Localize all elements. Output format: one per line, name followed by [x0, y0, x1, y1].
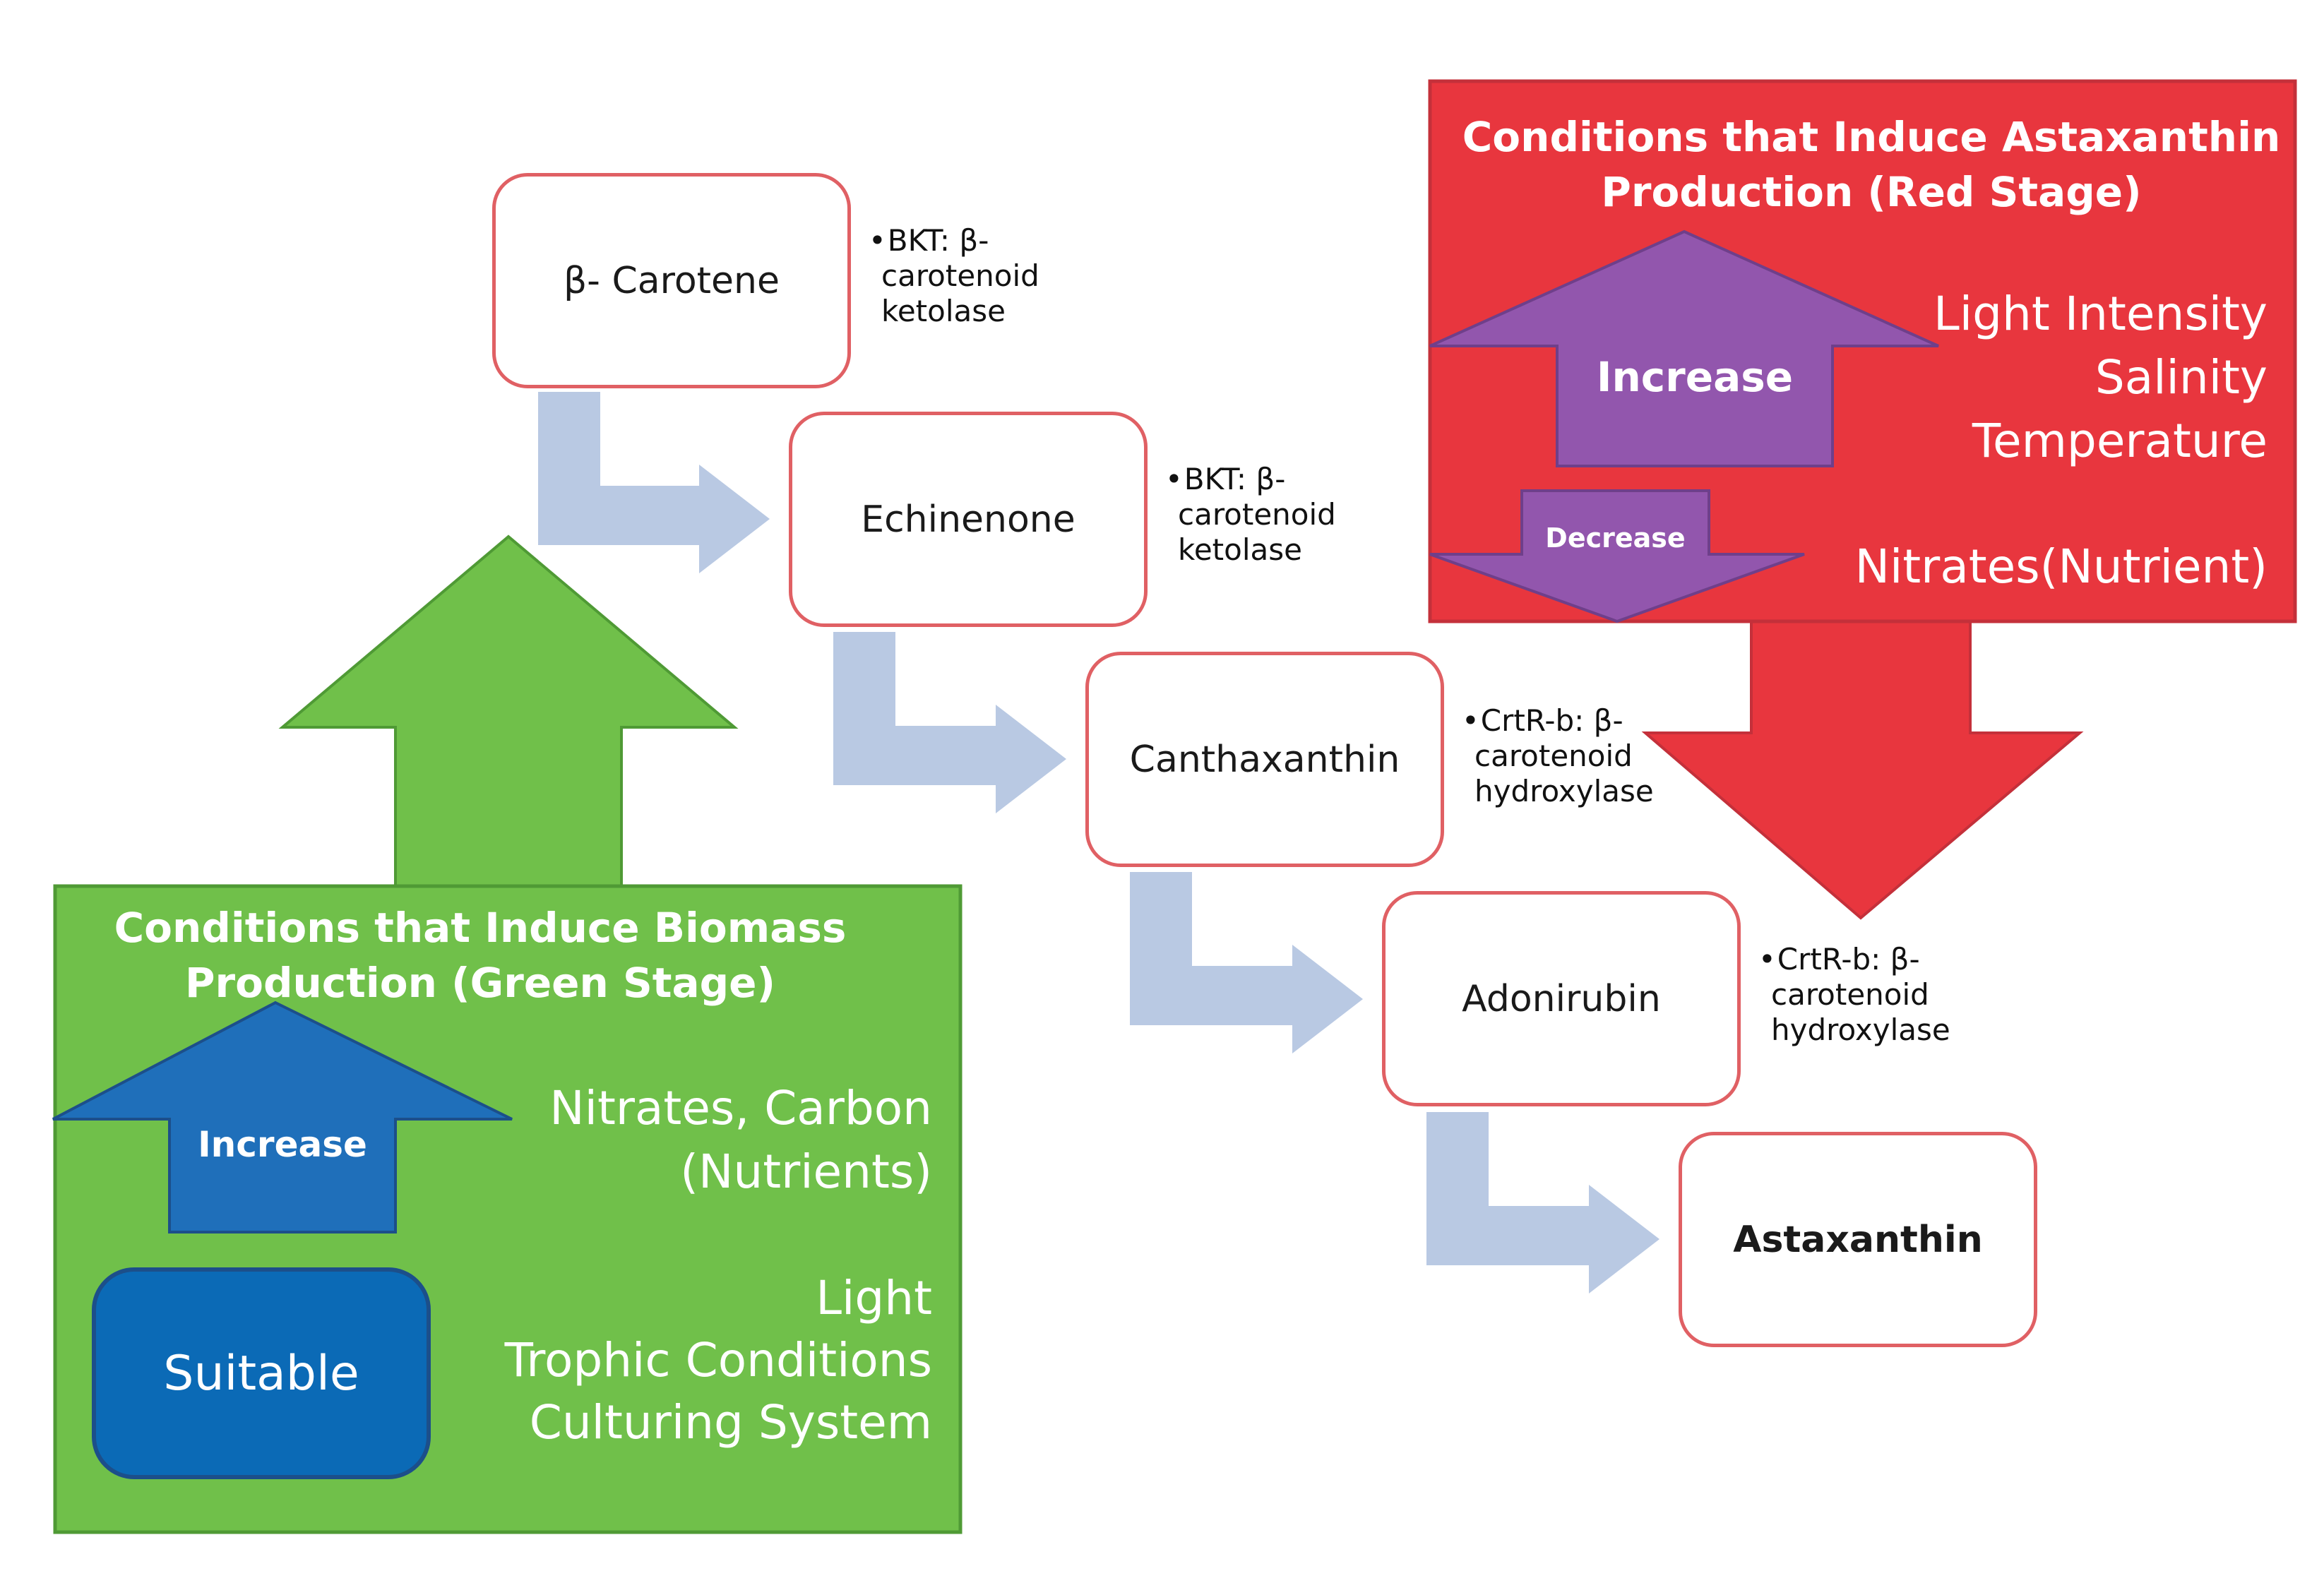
enzyme-label-1-line-1: BKT: β- — [869, 223, 1039, 258]
enzyme-label-3-line-3: hydroxylase — [1474, 774, 1654, 808]
red-decrease-item-1: Nitrates(Nutrient) — [1854, 539, 2268, 594]
green-increase-item-2: (Nutrients) — [680, 1145, 932, 1199]
enzyme-label-2-line-1: BKT: β- — [1165, 462, 1336, 497]
enzyme-label-2-line-2: carotenoid — [1178, 497, 1336, 532]
enzyme-label-4-line-2: carotenoid — [1771, 977, 1929, 1012]
enzyme-label-1-line-3: ketolase — [881, 294, 1006, 328]
enzyme-label-1: BKT: β- carotenoid ketolase — [881, 223, 1039, 329]
red-increase-items: Light Intensity Salinity Temperature — [1933, 282, 2268, 473]
suitable-label: Suitable — [163, 1345, 359, 1402]
red-increase-item-2: Salinity — [2094, 350, 2268, 405]
pathway-arrow-4 — [1426, 1112, 1659, 1294]
pathway-arrow-3 — [1130, 872, 1363, 1053]
red-decrease-label: Decrease — [1545, 522, 1686, 554]
red-increase-item-3: Temperature — [1972, 414, 2268, 468]
green-stage-title-line-1: Conditions that Induce Biomass — [114, 904, 847, 952]
green-increase-items: Nitrates, Carbon (Nutrients) — [452, 1077, 932, 1204]
enzyme-label-3: CrtR-b: β- carotenoid hydroxylase — [1474, 703, 1654, 809]
red-stage-title: Conditions that Induce Astaxanthin Produ… — [1434, 109, 2309, 220]
enzyme-label-2: BKT: β- carotenoid ketolase — [1178, 462, 1336, 568]
red-stage-down-arrow — [1641, 613, 2084, 920]
green-increase-item-1: Nitrates, Carbon — [549, 1081, 932, 1135]
green-stage-up-arrow — [278, 534, 739, 891]
green-suitable-item-2: Trophic Conditions — [504, 1333, 932, 1387]
red-increase-label: Increase — [1596, 353, 1794, 401]
red-stage-title-line-1: Conditions that Induce Astaxanthin — [1462, 113, 2281, 161]
node-echinenone: Echinenone — [789, 412, 1148, 627]
pathway-arrows — [538, 392, 1659, 1294]
pathway-arrow-2 — [833, 632, 1066, 813]
green-suitable-item-1: Light — [816, 1271, 932, 1325]
red-decrease-items: Nitrates(Nutrient) — [1855, 535, 2268, 599]
red-increase-arrow — [1429, 229, 1939, 467]
red-decrease-arrow — [1429, 489, 1805, 623]
pathway-arrow-1 — [538, 392, 770, 573]
node-adonirubin: Adonirubin — [1382, 891, 1741, 1106]
green-suitable-item-3: Culturing System — [529, 1395, 932, 1450]
green-increase-label: Increase — [198, 1124, 367, 1165]
node-astaxanthin: Astaxanthin — [1679, 1132, 2037, 1347]
green-stage-title: Conditions that Induce Biomass Productio… — [56, 900, 904, 1010]
green-increase-arrow — [52, 1000, 513, 1233]
suitable-box: Suitable — [92, 1267, 431, 1479]
red-increase-item-1: Light Intensity — [1933, 287, 2268, 341]
green-stage-title-line-2: Production (Green Stage) — [185, 959, 775, 1007]
node-beta-carotene: β- Carotene — [492, 173, 851, 388]
red-stage-title-line-2: Production (Red Stage) — [1601, 168, 2142, 216]
enzyme-label-3-line-1: CrtR-b: β- — [1462, 703, 1654, 739]
enzyme-label-3-line-2: carotenoid — [1474, 739, 1633, 773]
enzyme-label-4-line-1: CrtR-b: β- — [1758, 942, 1950, 977]
enzyme-label-1-line-2: carotenoid — [881, 258, 1039, 293]
enzyme-label-2-line-3: ketolase — [1178, 532, 1302, 567]
node-canthaxanthin: Canthaxanthin — [1085, 652, 1444, 867]
enzyme-label-4-line-3: hydroxylase — [1771, 1013, 1950, 1047]
green-suitable-items: Light Trophic Conditions Culturing Syste… — [452, 1267, 932, 1454]
enzyme-label-4: CrtR-b: β- carotenoid hydroxylase — [1771, 942, 1950, 1048]
